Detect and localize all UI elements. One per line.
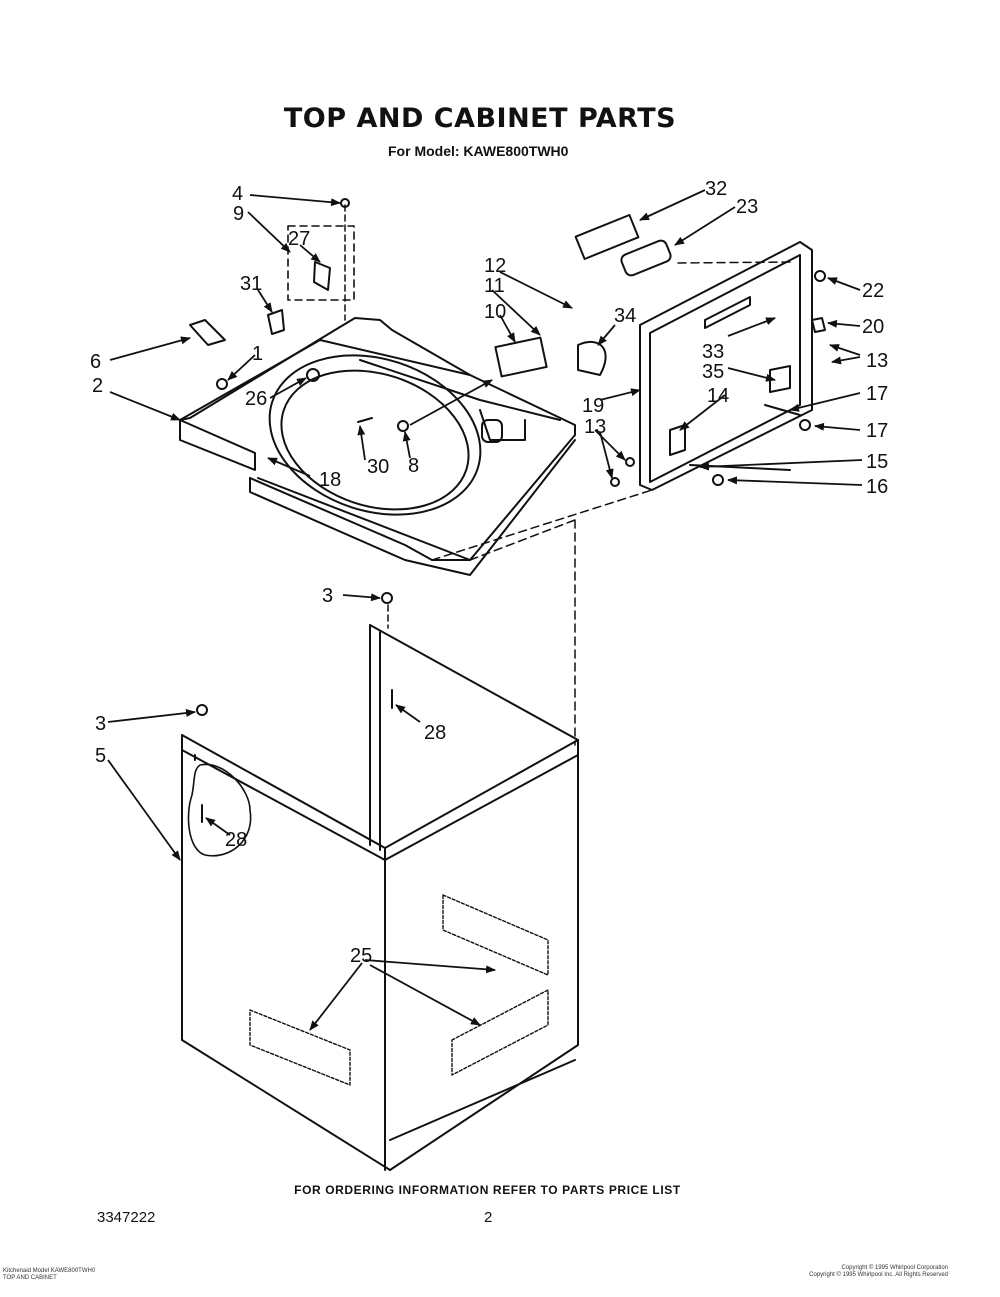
part-label: 30	[367, 456, 389, 478]
part-label: 13	[584, 416, 606, 438]
hinge-shield-32	[574, 214, 640, 260]
part-label: 9	[233, 203, 244, 225]
ordering-note: FOR ORDERING INFORMATION REFER TO PARTS …	[294, 1183, 681, 1197]
washer-top-panel	[179, 317, 576, 576]
cabinet-cutaway	[187, 763, 252, 857]
screw-3a	[381, 592, 393, 604]
copyright-line: Copyright © 1995 Whirlpool Inc. All Righ…	[809, 1272, 948, 1278]
part-label: 3	[322, 585, 333, 607]
part-label: 5	[95, 745, 106, 767]
part-label: 34	[614, 305, 636, 327]
latch-20	[811, 317, 826, 333]
source-note-line: TOP AND CABINET	[3, 1275, 57, 1281]
part-label: 10	[484, 301, 506, 323]
bumper-22	[814, 270, 826, 282]
screw-13a	[625, 457, 635, 467]
part-label: 35	[702, 361, 724, 383]
page-title: TOP AND CABINET PARTS	[283, 103, 677, 134]
part-label: 15	[866, 451, 888, 473]
part-label: 11	[484, 275, 505, 297]
part-number-labels: 4 9 27 31 6 1 2 26 12 11 10 34 32 23 22 …	[90, 178, 888, 967]
part-label: 25	[350, 945, 372, 967]
part-label: 20	[862, 316, 884, 338]
part-label: 8	[408, 455, 419, 477]
part-label: 17	[866, 420, 888, 442]
part-label: 27	[288, 228, 310, 250]
copyright-line: Copyright © 1995 Whirlpool Corporation	[841, 1265, 948, 1271]
part-label: 13	[866, 350, 888, 372]
part-label: 32	[705, 178, 727, 200]
page-number: 2	[484, 1209, 493, 1226]
foot-17b	[712, 474, 724, 486]
clip-6	[189, 319, 226, 346]
part-label: 4	[232, 183, 243, 205]
part-label: 3	[95, 713, 106, 735]
source-note-line: Kitchenaid Model KAWE800TWH0	[3, 1268, 96, 1274]
bracket-14	[669, 424, 686, 456]
part-label: 23	[736, 196, 758, 218]
switch-bracket-outline	[287, 225, 355, 301]
nut-26	[306, 368, 320, 382]
foot-17a	[799, 419, 811, 431]
part-label: 22	[862, 280, 884, 302]
part-label: 33	[702, 341, 724, 363]
part-label: 1	[252, 343, 263, 365]
screw-8	[397, 420, 409, 432]
part-label: 17	[866, 383, 888, 405]
document-number: 3347222	[97, 1209, 156, 1226]
screw-13b	[610, 477, 620, 487]
lid-bumper-34	[577, 340, 607, 376]
part-label: 16	[866, 476, 888, 498]
part-label: 2	[92, 375, 103, 397]
bracket-35	[769, 365, 791, 393]
copyright-note: Copyright © 1995 Whirlpool Corporation C…	[809, 1265, 948, 1279]
model-subtitle: For Model: KAWE800TWH0	[388, 143, 569, 159]
harness-31	[267, 309, 285, 335]
washer-cabinet	[181, 624, 579, 1171]
part-label: 6	[90, 351, 101, 373]
hinge-23	[620, 239, 672, 277]
screw-4	[340, 198, 350, 208]
hinge-pin-16	[764, 404, 801, 416]
part-label: 26	[245, 388, 267, 410]
part-label: 28	[424, 722, 446, 744]
part-label: 28	[225, 829, 247, 851]
screw-1	[216, 378, 228, 390]
lid-switch-actuator-10	[494, 336, 548, 378]
part-label: 18	[319, 469, 341, 491]
source-note: Kitchenaid Model KAWE800TWH0 TOP AND CAB…	[3, 1268, 95, 1282]
washer-lid	[639, 241, 813, 491]
cabinet-label-decals	[249, 894, 549, 1086]
switch-27	[313, 261, 331, 291]
part-label: 14	[707, 385, 729, 407]
part-label: 19	[582, 395, 604, 417]
screw-3b	[196, 704, 208, 716]
part-label: 12	[484, 255, 506, 277]
spring-30	[357, 417, 373, 423]
part-label: 31	[240, 273, 262, 295]
